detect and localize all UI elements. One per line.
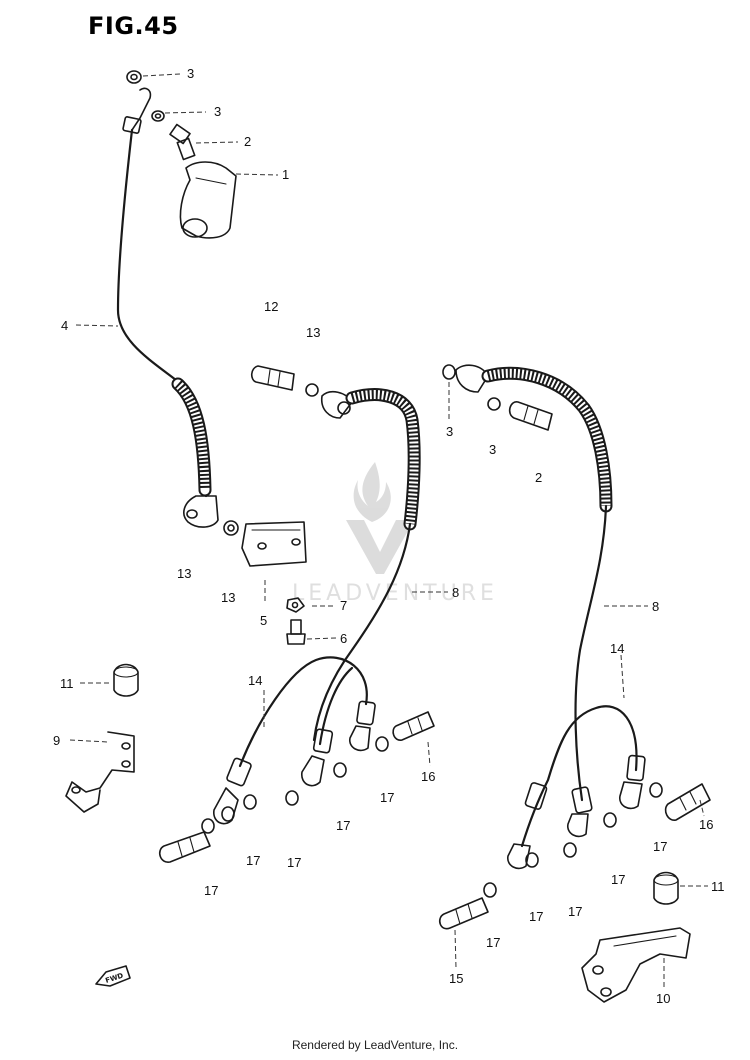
callout-17: 17 — [568, 904, 582, 919]
callout-6: 6 — [340, 631, 347, 646]
callout-16: 16 — [699, 817, 713, 832]
brake-union-1 — [179, 161, 237, 239]
cap-11-right — [653, 871, 679, 905]
callout-3: 3 — [187, 66, 194, 81]
bracket-10 — [581, 927, 691, 1003]
forward-arrow-icon: FWD — [95, 965, 131, 987]
callout-13: 13 — [177, 566, 191, 581]
bleeder-bolt-16-right — [649, 782, 711, 821]
footer-credit: Rendered by LeadVenture, Inc. — [291, 1038, 459, 1052]
callout-2: 2 — [244, 134, 251, 149]
washers-17-right — [483, 812, 617, 898]
bolt-6 — [286, 619, 306, 645]
callout-1: 1 — [282, 167, 289, 182]
watermark-logo: LEADVENTURE — [292, 462, 498, 606]
callout-labels: 3 3 2 1 4 12 13 3 3 2 13 13 5 7 6 8 8 14… — [53, 66, 725, 1006]
brake-hose-8-center — [312, 388, 421, 742]
washers-17-left — [201, 736, 389, 834]
callout-17: 17 — [486, 935, 500, 950]
callout-17: 17 — [246, 853, 260, 868]
callout-16: 16 — [421, 769, 435, 784]
figure-title: FIG.45 — [88, 12, 179, 40]
nut-7 — [286, 597, 305, 613]
brake-hose-14-right — [507, 705, 646, 870]
callout-5: 5 — [260, 613, 267, 628]
callout-3: 3 — [489, 442, 496, 457]
callout-17: 17 — [204, 883, 218, 898]
brake-hose-4 — [116, 87, 219, 528]
callout-2: 2 — [535, 470, 542, 485]
callout-8: 8 — [652, 599, 659, 614]
union-bolt-2-center — [250, 365, 353, 419]
callout-8: 8 — [452, 585, 459, 600]
union-bolt-15-left — [158, 831, 211, 863]
callout-17: 17 — [287, 855, 301, 870]
callout-11: 11 — [711, 879, 725, 894]
callout-11: 11 — [60, 676, 74, 691]
hose-clamp-5 — [223, 520, 307, 567]
callout-12: 12 — [264, 299, 278, 314]
union-bolt-15-right — [438, 897, 489, 930]
callout-7: 7 — [340, 598, 347, 613]
bracket-9 — [65, 731, 135, 813]
fwd-marker-text: FWD — [104, 972, 124, 985]
bleeder-bolt-16-center — [392, 711, 435, 741]
callout-3: 3 — [446, 424, 453, 439]
brake-hose-14-left — [213, 656, 376, 825]
callout-17: 17 — [529, 909, 543, 924]
callout-13: 13 — [306, 325, 320, 340]
callout-10: 10 — [656, 991, 670, 1006]
callout-17: 17 — [336, 818, 350, 833]
cap-11-left — [113, 663, 139, 697]
callout-15: 15 — [449, 971, 463, 986]
leader-lines — [69, 73, 708, 990]
watermark-text: LEADVENTURE — [292, 581, 498, 606]
callout-17: 17 — [653, 839, 667, 854]
callout-9: 9 — [53, 733, 60, 748]
callout-17: 17 — [380, 790, 394, 805]
callout-14: 14 — [610, 641, 624, 656]
callout-3: 3 — [214, 104, 221, 119]
callout-14: 14 — [248, 673, 262, 688]
washer-3 — [126, 70, 165, 122]
union-bolt-2-right — [442, 364, 553, 431]
callout-17: 17 — [611, 872, 625, 887]
brake-hose-8-right — [481, 366, 613, 802]
union-bolt-2 — [169, 123, 196, 161]
callout-13: 13 — [221, 590, 235, 605]
callout-4: 4 — [61, 318, 68, 333]
